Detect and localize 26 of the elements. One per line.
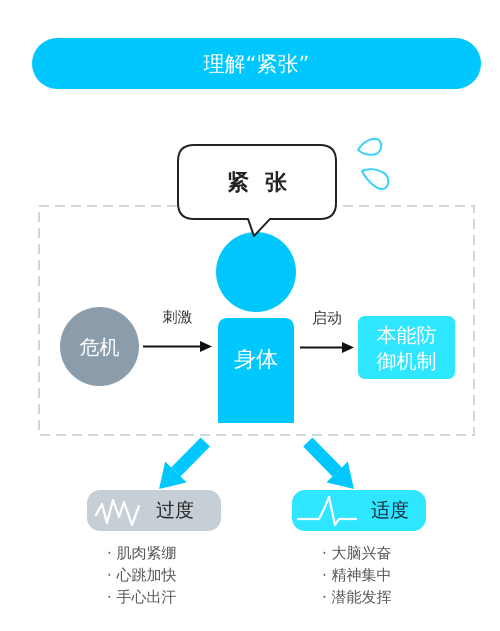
node-label: 本能防御机制 (376, 322, 436, 374)
list-item: · 大脑兴奋 (322, 543, 392, 563)
list-item: · 精神集中 (322, 565, 392, 585)
list-item: · 肌肉紧绷 (107, 543, 177, 563)
list-item: · 心跳加快 (107, 565, 177, 585)
dashed-frame (38, 205, 475, 436)
node-label: 危机 (80, 334, 120, 360)
arrow (143, 341, 212, 352)
circle-node (60, 307, 139, 386)
edge-label: 刺激 (160, 306, 194, 326)
list-item: · 手心出汗 (107, 587, 177, 607)
speech-bubble (177, 144, 337, 238)
edge-label: 启动 (310, 308, 344, 328)
block-arrow (303, 437, 354, 490)
rounded-box (358, 316, 455, 379)
list-item: · 潜能发挥 (322, 587, 392, 607)
node-label: 过度 (156, 498, 194, 523)
arrow (300, 342, 354, 353)
block-arrow (159, 437, 210, 490)
title-banner: 理解“紧张” (32, 38, 481, 89)
person-figure (216, 232, 296, 423)
label-box (292, 490, 426, 531)
node-label: 身体 (234, 346, 278, 374)
label-box (87, 490, 221, 531)
node-label: 适度 (371, 498, 409, 523)
node-label: 紧张 (226, 170, 303, 198)
